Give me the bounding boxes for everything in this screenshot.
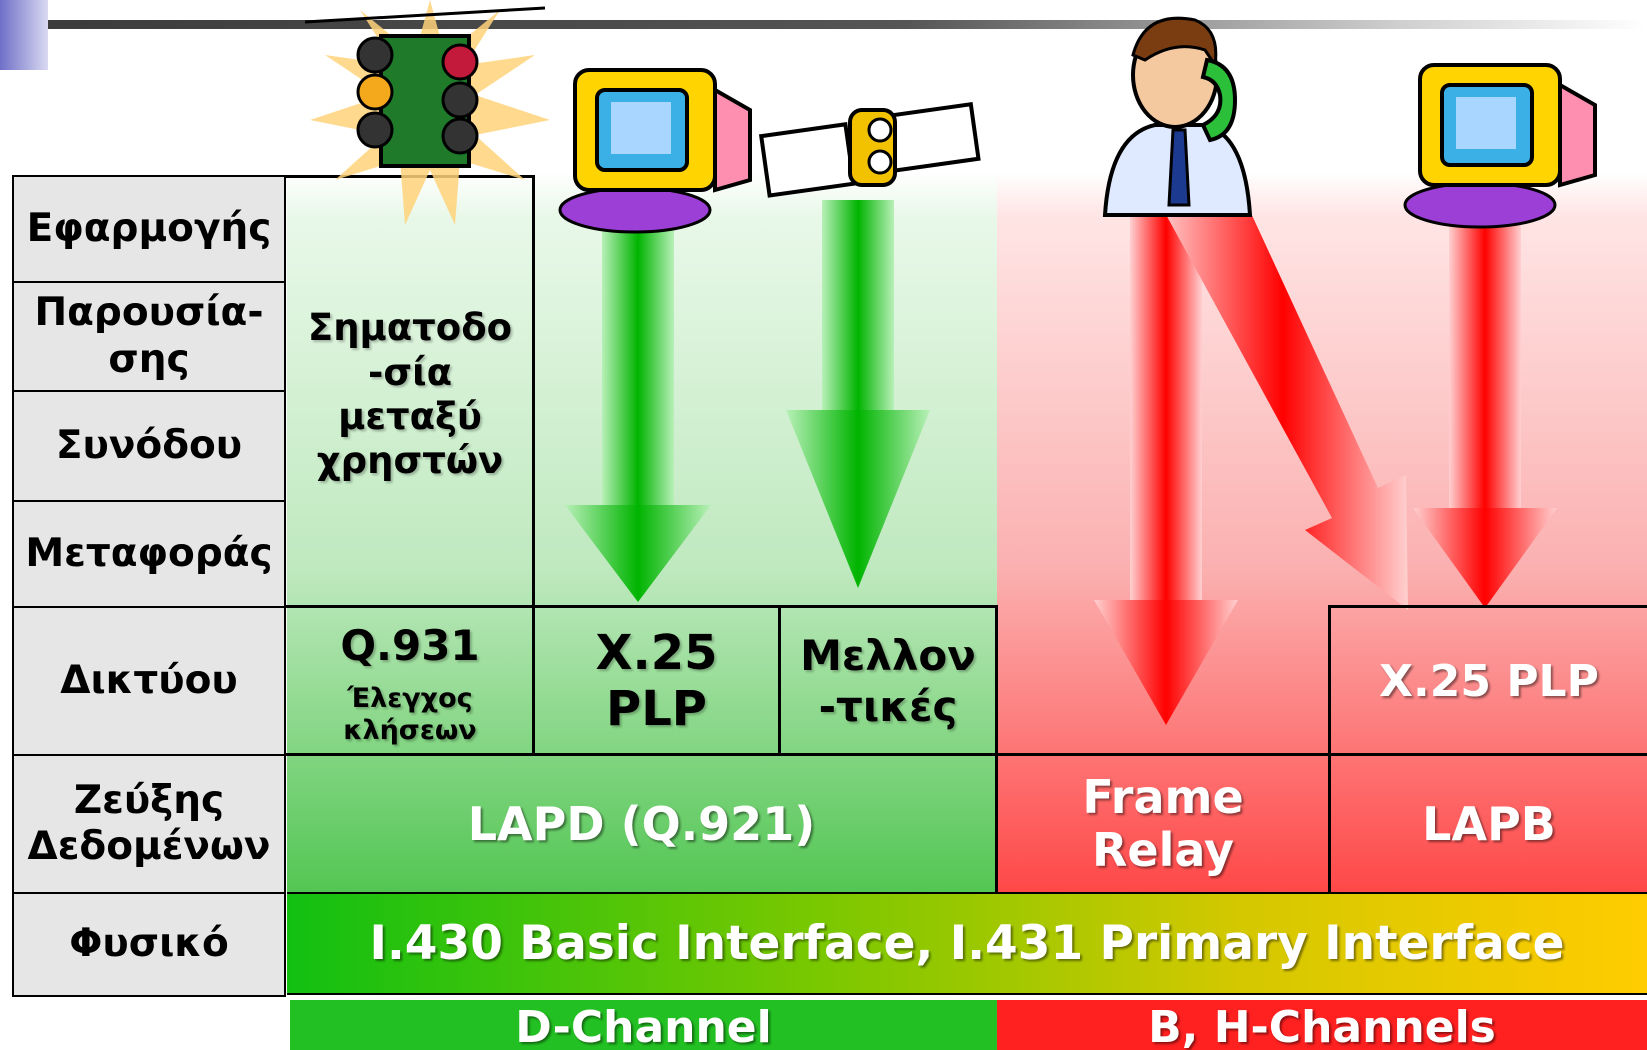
layer-datalink-label: Ζεύξης Δεδομένων <box>27 777 271 869</box>
layer-physical: Φυσικό <box>12 892 286 997</box>
phone-person-icon <box>1102 16 1253 217</box>
q931-cell: Q.931 Έλεγχος κλήσεων <box>288 610 532 753</box>
network-top-border-green <box>284 605 997 608</box>
green-red-divider <box>995 605 998 895</box>
top-rule <box>0 20 1647 29</box>
corner-block <box>0 0 48 70</box>
traffic-light-icon <box>304 0 550 225</box>
frame-relay-cell: Frame Relay <box>1082 770 1244 877</box>
layer-transport: Μεταφοράς <box>12 500 286 608</box>
arrow-future <box>786 200 930 588</box>
layer-network: Δικτύου <box>12 606 286 756</box>
lapd-cell: LAPD (Q.921) <box>467 797 816 851</box>
layer-application-label: Εφαρμογής <box>26 205 272 251</box>
x25-plp-right-cell: X.25 PLP <box>1379 656 1599 707</box>
d-channel-label: D-Channel <box>290 1000 997 1050</box>
q931-subtitle: Έλεγχος κλήσεων <box>343 682 477 746</box>
computer-icon <box>558 68 752 234</box>
future-cell: Μελλον -τικές <box>800 631 976 731</box>
bh-channel-label: B, H-Channels <box>997 1000 1647 1050</box>
layer-datalink: Ζεύξης Δεδομένων <box>12 754 286 894</box>
layer-session: Συνόδου <box>12 390 286 502</box>
arrow-frame-relay <box>1094 200 1238 725</box>
arrow-diagonal <box>1158 185 1408 610</box>
layer-session-label: Συνόδου <box>55 422 243 468</box>
q931-title: Q.931 <box>340 620 480 670</box>
arrow-x25-plp <box>1413 210 1557 608</box>
d-channel-text: D-Channel <box>515 1002 772 1050</box>
x25-right-top-border <box>1328 605 1647 608</box>
layer-physical-label: Φυσικό <box>69 921 229 967</box>
datalink-top-border <box>284 753 1647 756</box>
arrow-x25 <box>565 225 711 602</box>
layer-presentation: Παρουσία- σης <box>12 281 286 392</box>
physical-interface-bar: I.430 Basic Interface, I.431 Primary Int… <box>287 892 1647 995</box>
network-divider <box>778 605 781 755</box>
layer-network-label: Δικτύου <box>60 657 238 703</box>
signaling-right-border <box>532 175 535 755</box>
bh-channel-text: B, H-Channels <box>1148 1002 1496 1050</box>
physical-interface-text: I.430 Basic Interface, I.431 Primary Int… <box>369 916 1565 971</box>
computer-icon-right <box>1403 63 1597 229</box>
red-divider <box>1328 605 1331 895</box>
layer-transport-label: Μεταφοράς <box>25 530 273 576</box>
layer-application: Εφαρμογής <box>12 175 286 283</box>
layer-presentation-label: Παρουσία- σης <box>34 290 264 382</box>
lapb-cell: LAPB <box>1422 797 1556 851</box>
signaling-text: Σηματοδο -σία μεταξύ χρηστών <box>307 306 513 483</box>
satellite-icon <box>758 102 981 198</box>
x25-plp-cell: X.25 PLP <box>595 625 718 737</box>
